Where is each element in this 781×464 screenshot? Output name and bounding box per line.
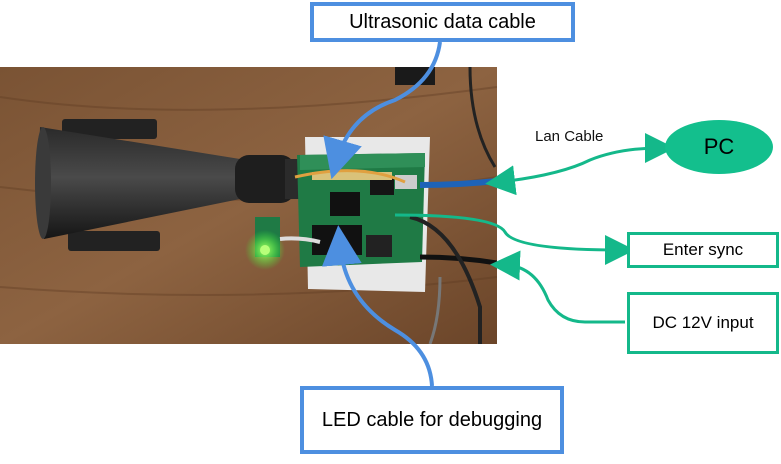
lan-cable-label: Lan Cable: [535, 128, 604, 145]
led-cable-label: LED cable for debugging: [300, 386, 564, 454]
lan-arrow: [485, 133, 675, 196]
device-photo: [0, 67, 497, 344]
pc-node: PC: [665, 120, 773, 174]
enter-sync-label: Enter sync: [627, 232, 779, 268]
dc-input-label: DC 12V input: [627, 292, 779, 354]
dc-input-arrow: [490, 250, 625, 324]
ultrasonic-horn: [39, 127, 240, 239]
ultrasonic-cable-label: Ultrasonic data cable: [310, 2, 575, 42]
